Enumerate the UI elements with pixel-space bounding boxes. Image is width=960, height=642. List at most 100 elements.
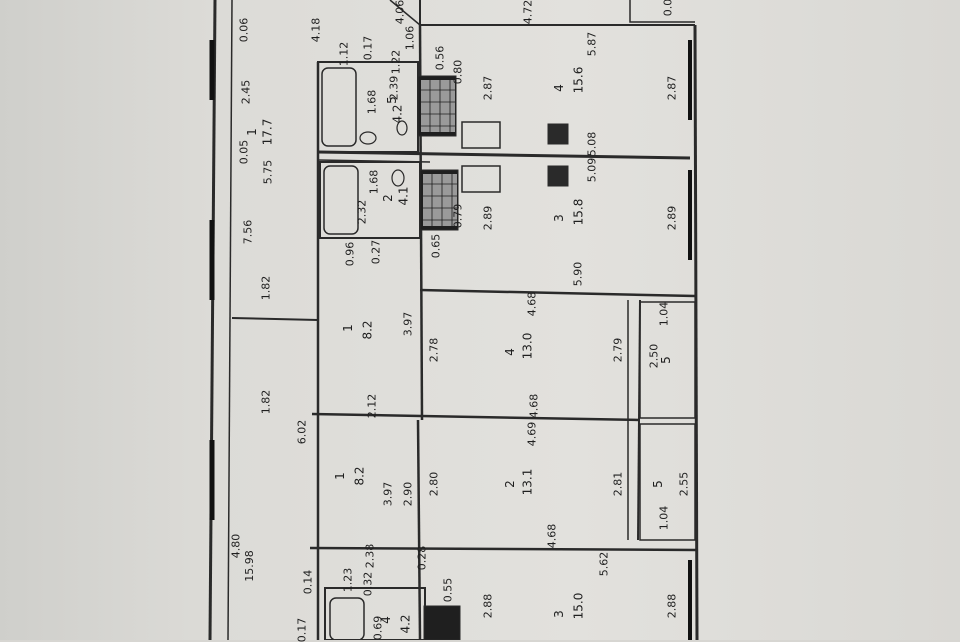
dim-label: 2.89 [665,205,679,231]
room-number: 2 [380,194,395,202]
dim-label: 1.04 [657,505,671,531]
room-number: 4 [551,84,566,92]
dim-label: 0.06 [661,0,675,17]
dim-label: 0.96 [343,241,357,267]
dim-label: 5.08 [585,131,599,157]
room-area: 15.8 [571,198,586,226]
room-number: 1 [340,324,355,332]
dim-label: 2.81 [611,471,625,497]
tile-grid-3 [423,605,461,640]
dim-label: 2.79 [611,337,625,363]
dim-label: 2.45 [239,79,253,105]
room-area: 15.6 [571,66,586,94]
dim-label: 0.80 [451,59,465,85]
dim-label: 0.28 [415,545,429,571]
stove-1 [461,121,501,149]
dim-label: 5.09 [585,157,599,183]
dim-label: 1.22 [389,49,403,75]
room-area: 13.0 [520,332,535,360]
dim-label: 2.88 [665,593,679,619]
outer-wall-left-inner [227,0,233,640]
room-area: 4.2 [390,104,405,124]
outer-wall-left [208,0,217,640]
vent-2 [547,165,569,187]
dim-label: 0.56 [433,45,447,71]
room-number: 5 [384,96,399,104]
room-number: 5 [650,480,665,488]
dim-label: 1.23 [341,567,355,593]
dim-label: 2.90 [401,481,415,507]
room-area: 8.2 [360,320,375,340]
wall-h4 [309,546,698,552]
dim-label: 2.87 [481,75,495,101]
dim-label: 0.32 [361,571,375,597]
room-area: 15.0 [571,592,586,620]
balcony-2 [639,423,696,541]
room-number: 3 [551,610,566,618]
wall-h3 [311,412,641,422]
dim-label: 4.80 [229,533,243,559]
dim-label: 1.68 [365,89,379,115]
dim-label: 2.12 [365,393,379,419]
dim-label: 6.02 [295,419,309,445]
dim-label: 2.78 [427,337,441,363]
outer-wall-right [693,24,699,640]
dim-label: 0.27 [369,239,383,265]
room-number: 2 [502,480,517,488]
dim-label: 0.17 [361,35,375,61]
sink-1 [396,120,408,136]
room-number: 3 [551,214,566,222]
bathtub-2 [323,165,359,235]
toilet-1 [359,131,377,145]
dim-label: 1.04 [657,301,671,327]
dim-label: 4.68 [525,291,539,317]
room-area: 4.2 [398,614,413,634]
balcony-1 [639,301,696,419]
dim-label: 1.82 [259,275,273,301]
dim-label: 5.75 [261,159,275,185]
dim-label: 1.06 [403,25,417,51]
dim-label: 4.68 [545,523,559,549]
dim-label: 5.87 [585,31,599,57]
room-number: 1 [332,472,347,480]
dim-label: 3.97 [381,481,395,507]
dim-label: 4.69 [525,421,539,447]
dim-label: 2.55 [677,471,691,497]
dim-label: 4.18 [309,17,323,43]
dim-label: 1.68 [367,169,381,195]
room-number: 1 [244,128,259,136]
room-number: 4 [378,616,393,624]
room-area: 13.1 [520,468,535,496]
bathtub-1 [321,67,357,147]
dim-label: 4.68 [527,393,541,419]
dim-label: 0.65 [429,233,443,259]
room-area: 4.1 [396,186,411,206]
bathtub-3 [329,597,365,640]
dim-label: 1.12 [337,41,351,67]
balcony-top [629,0,695,23]
vent-1 [547,123,569,145]
dim-label: 0.17 [295,617,309,642]
wall-v2 [416,419,422,640]
dim-label: 0.79 [451,203,465,229]
dim-label: 2.32 [355,199,369,225]
dim-label: 0.14 [301,569,315,595]
dim-label: 5.90 [571,261,585,287]
room-area: 17.7 [260,118,275,146]
corner-diag [389,0,421,26]
dim-label: 7.56 [241,219,255,245]
dim-label: 1.82 [259,389,273,415]
dim-label: 2.89 [481,205,495,231]
room-number: 4 [502,348,517,356]
dim-label: 15.98 [242,550,256,582]
dim-label: 0.05 [237,139,251,165]
dim-label: 4.72 [521,0,535,25]
dim-label: 5.62 [597,551,611,577]
dim-label: 3.97 [401,311,415,337]
dim-label: 2.80 [427,471,441,497]
stove-2 [461,165,501,193]
toilet-2 [391,169,405,187]
dim-label: 2.88 [481,593,495,619]
